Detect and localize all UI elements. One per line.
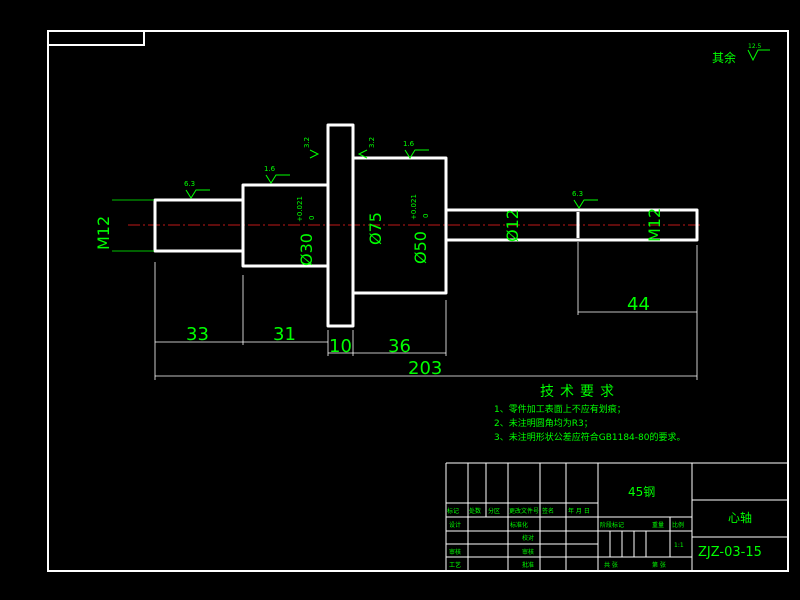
row-label-count: 处数 bbox=[469, 507, 481, 515]
shaft-outline bbox=[153, 123, 699, 328]
stage-label-scale: 比例 bbox=[672, 521, 684, 529]
tech-requirement-item-1: 1、零件加工表面上不应有划痕； bbox=[494, 403, 626, 415]
dim-m12-right: M12 bbox=[645, 208, 664, 242]
tech-requirement-item-3: 3、未注明形状公差应符合GB1184-80的要求。 bbox=[494, 431, 685, 443]
top-left-tab bbox=[48, 31, 145, 46]
left-label-standardize: 标准化 bbox=[510, 521, 528, 529]
stage-label-weight: 重量 bbox=[652, 521, 664, 529]
surface-finish-mark-1: 6.3 bbox=[184, 180, 195, 188]
stage-label-stage: 阶段标记 bbox=[600, 521, 624, 529]
dim-phi30-tol-upper: +0.021 bbox=[296, 196, 304, 222]
mid-label-approve: 批准 bbox=[522, 561, 534, 569]
dim-m12-left: M12 bbox=[94, 216, 113, 250]
dim-len-203: 203 bbox=[408, 358, 442, 379]
drawing-frame bbox=[47, 30, 789, 572]
bottom-label-total: 共 张 bbox=[604, 561, 618, 569]
surface-finish-mark-5: 1.6 bbox=[403, 140, 415, 148]
dim-phi50-tol-lower: 0 bbox=[422, 214, 430, 218]
surface-finish-other-value: 12.5 bbox=[748, 43, 762, 50]
surface-finish-mark-3: 3.2 bbox=[303, 137, 311, 148]
left-label-process: 工艺 bbox=[449, 561, 461, 569]
bottom-label-sheet: 第 张 bbox=[652, 561, 666, 569]
title-block-part-name: 心轴 bbox=[728, 510, 752, 525]
row-label-mark: 标记 bbox=[447, 507, 459, 515]
row-label-date: 年 月 日 bbox=[568, 507, 590, 515]
title-block-drawing-number: ZJZ-03-15 bbox=[698, 545, 762, 560]
dim-phi30-tol-lower: 0 bbox=[308, 216, 316, 220]
title-block-material: 45钢 bbox=[628, 485, 655, 499]
mid-label-review: 审核 bbox=[522, 548, 534, 556]
dimension-lines bbox=[154, 242, 698, 380]
surface-finish-other-label: 其余 bbox=[712, 50, 736, 65]
title-block bbox=[445, 462, 788, 571]
dim-len-36: 36 bbox=[388, 336, 411, 357]
tech-requirement-item-2: 2、未注明圆角均为R3； bbox=[494, 417, 593, 429]
dim-phi50-tol-upper: +0.021 bbox=[410, 194, 418, 220]
surface-finish-mark-2: 1.6 bbox=[264, 165, 276, 173]
dim-phi50: Ø50 bbox=[411, 231, 430, 264]
surface-finish-mark-4: 3.2 bbox=[368, 137, 376, 148]
left-label-review: 审核 bbox=[449, 548, 461, 556]
dim-phi30: Ø30 bbox=[297, 233, 316, 266]
dim-len-44: 44 bbox=[627, 294, 650, 315]
dim-len-10: 10 bbox=[329, 336, 352, 357]
row-label-zone: 分区 bbox=[488, 507, 500, 515]
row-label-change-doc: 更改文件号 bbox=[509, 507, 539, 515]
surface-finish-mark-6: 6.3 bbox=[572, 190, 583, 198]
dim-len-31: 31 bbox=[273, 324, 296, 345]
surface-finish-symbols bbox=[185, 49, 770, 209]
mid-label-check: 校对 bbox=[522, 534, 534, 542]
tech-requirements-title: 技术要求 bbox=[540, 384, 620, 400]
left-label-design: 设计 bbox=[449, 521, 461, 529]
dim-phi12: Ø12 bbox=[503, 209, 522, 242]
dim-phi75: Ø75 bbox=[366, 212, 385, 245]
row-label-sign: 签名 bbox=[542, 507, 554, 515]
dim-len-33: 33 bbox=[186, 324, 209, 345]
title-block-scale: 1:1 bbox=[674, 542, 684, 549]
